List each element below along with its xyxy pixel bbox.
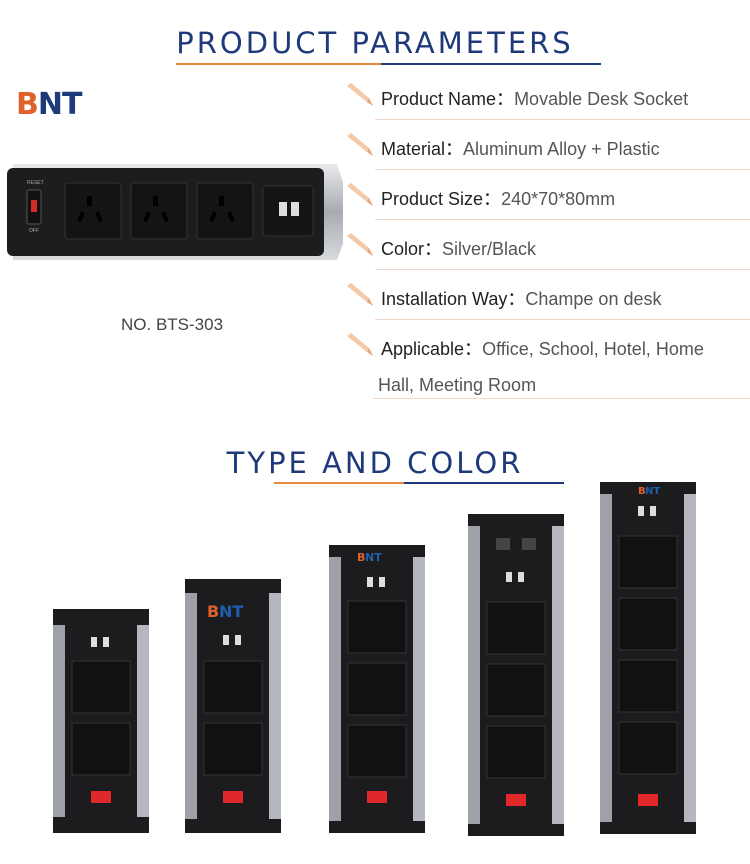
param-value: Champe on desk bbox=[525, 289, 662, 309]
vertical-socket-illustration: B NT bbox=[600, 482, 696, 834]
param-label: Color： bbox=[381, 239, 443, 259]
power-switch bbox=[31, 200, 37, 212]
variant-2-outlet-logo: B NT bbox=[185, 579, 281, 833]
svg-text:B: B bbox=[638, 486, 646, 497]
variant-3-outlet: B NT bbox=[329, 545, 425, 833]
param-color: Color：Silver/Black bbox=[345, 230, 750, 270]
param-value: Movable Desk Socket bbox=[514, 89, 689, 109]
svg-text:OFF: OFF bbox=[29, 228, 39, 234]
heading-underline-blue bbox=[404, 482, 564, 484]
pencil-icon bbox=[347, 233, 373, 256]
param-applicable: Applicable：Office, School, Hotel, Home bbox=[345, 330, 750, 370]
product-parameters-heading: PRODUCT PARAMETERS bbox=[0, 26, 750, 60]
section-title: TYPE AND COLOR bbox=[226, 446, 524, 480]
pencil-icon bbox=[347, 333, 373, 356]
param-installation-way: Installation Way：Champe on desk bbox=[345, 280, 750, 320]
pencil-icon bbox=[347, 133, 373, 156]
param-applicable-continued: Hall, Meeting Room bbox=[378, 375, 537, 395]
bnt-logo: BNT bbox=[16, 87, 83, 122]
pencil-icon bbox=[347, 183, 373, 206]
param-value: Office, School, Hotel, Home bbox=[482, 339, 704, 359]
logo-letters-nt: NT bbox=[37, 87, 83, 122]
section-title: PRODUCT PARAMETERS bbox=[176, 26, 574, 60]
variant-4-outlet: B NT bbox=[600, 482, 696, 834]
vertical-socket-illustration bbox=[53, 609, 149, 833]
param-value: Silver/Black bbox=[442, 239, 537, 259]
param-product-name: Product Name：Movable Desk Socket bbox=[345, 80, 750, 120]
param-label: Product Name： bbox=[381, 89, 515, 109]
desk-socket-illustration: RESET OFF bbox=[7, 164, 343, 260]
svg-text:B: B bbox=[207, 602, 219, 621]
param-label: Material： bbox=[381, 139, 464, 159]
svg-text:RESET: RESET bbox=[27, 180, 44, 186]
param-product-size: Product Size：240*70*80mm bbox=[345, 180, 750, 220]
outlet-1 bbox=[64, 182, 122, 240]
usb-module bbox=[262, 185, 314, 237]
vertical-socket-illustration: B NT bbox=[329, 545, 425, 833]
product-image-bts-303: RESET OFF bbox=[7, 160, 343, 265]
heading-underline-orange bbox=[176, 63, 381, 65]
variant-3-universal-outlet bbox=[468, 514, 564, 836]
pencil-icon bbox=[347, 83, 373, 106]
outlet-2 bbox=[130, 182, 188, 240]
heading-underline-blue bbox=[381, 63, 601, 65]
heading-underline-orange bbox=[274, 482, 404, 484]
vertical-socket-illustration bbox=[468, 514, 564, 836]
param-value: 240*70*80mm bbox=[501, 189, 616, 209]
svg-text:NT: NT bbox=[645, 486, 660, 497]
param-label: Installation Way： bbox=[381, 289, 526, 309]
param-label: Product Size： bbox=[381, 189, 502, 209]
svg-text:B: B bbox=[357, 551, 365, 564]
svg-text:NT: NT bbox=[365, 551, 382, 564]
param-value: Aluminum Alloy + Plastic bbox=[463, 139, 660, 159]
param-material: Material：Aluminum Alloy + Plastic bbox=[345, 130, 750, 170]
vertical-socket-illustration: B NT bbox=[185, 579, 281, 833]
model-number: NO. BTS-303 bbox=[121, 315, 224, 334]
svg-text:NT: NT bbox=[219, 602, 243, 621]
type-and-color-heading: TYPE AND COLOR bbox=[0, 446, 750, 480]
divider bbox=[373, 398, 750, 399]
logo-letter-b: B bbox=[16, 87, 39, 122]
variant-2-outlet bbox=[53, 609, 149, 833]
pencil-icon bbox=[347, 283, 373, 306]
outlet-3 bbox=[196, 182, 254, 240]
param-label: Applicable： bbox=[381, 339, 483, 359]
